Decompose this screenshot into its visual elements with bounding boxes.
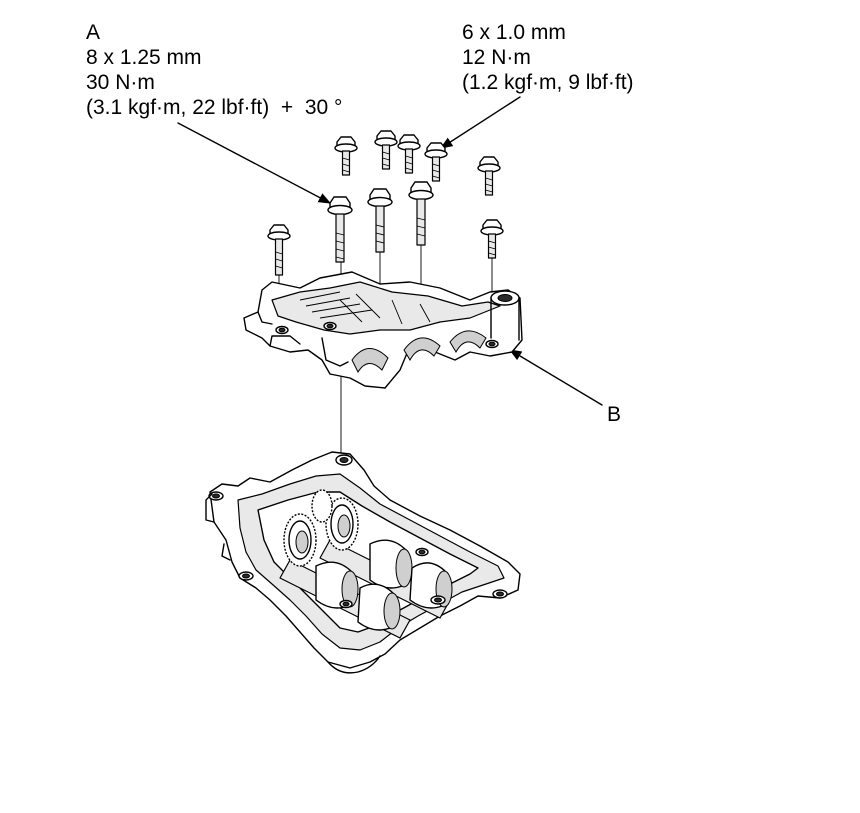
callout-small-torque: 12 N·m xyxy=(462,46,531,69)
leader-line-small-bolt xyxy=(439,96,521,149)
callout-a-letter: A xyxy=(86,21,101,44)
balancer-gears xyxy=(283,489,359,567)
callout-a-torque-alt: (3.1 kgf·m, 22 lbf·ft) + 30 ° xyxy=(86,96,343,119)
callout-small-torque-alt: (1.2 kgf·m, 9 lbf·ft) xyxy=(462,71,634,94)
callout-small-thread: 6 x 1.0 mm xyxy=(462,21,566,44)
leader-line-a xyxy=(177,122,332,204)
small-bolts xyxy=(334,130,504,259)
lower-housing xyxy=(205,451,521,674)
callout-a-torque: 30 N·m xyxy=(86,71,155,94)
callout-a-thread: 8 x 1.25 mm xyxy=(86,46,202,69)
long-bolts xyxy=(267,181,434,276)
leader-line-b xyxy=(508,349,603,406)
callout-b-letter: B xyxy=(607,403,622,426)
upper-housing xyxy=(243,271,523,389)
